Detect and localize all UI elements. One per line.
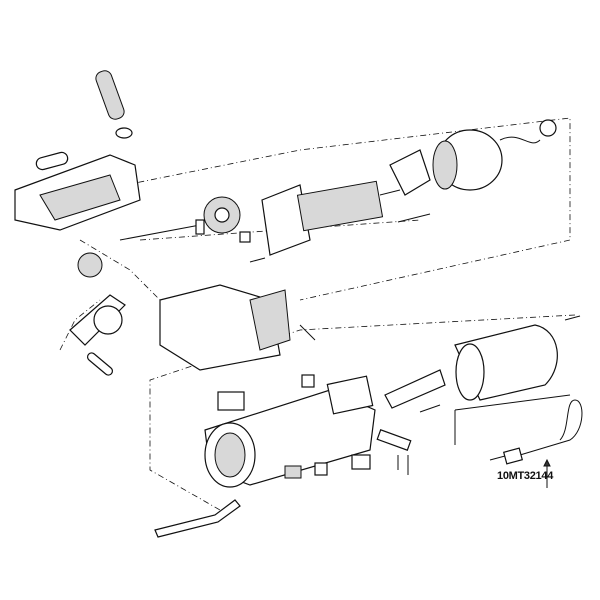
gear-housing bbox=[14, 151, 141, 231]
switch-lever bbox=[154, 499, 241, 538]
handle-knob bbox=[95, 70, 133, 139]
rear-housing bbox=[384, 324, 558, 413]
middle-gear-case bbox=[159, 284, 291, 371]
field-stator bbox=[389, 119, 557, 223]
small-parts bbox=[299, 315, 581, 476]
assembly-guide-lines bbox=[59, 117, 576, 511]
bracket-plate bbox=[69, 294, 126, 376]
motor-housing bbox=[204, 375, 376, 488]
gears-and-shaft bbox=[77, 196, 251, 278]
part-number-label: 10MT32144 bbox=[497, 470, 554, 482]
armature bbox=[249, 180, 401, 263]
power-cord bbox=[454, 394, 583, 488]
